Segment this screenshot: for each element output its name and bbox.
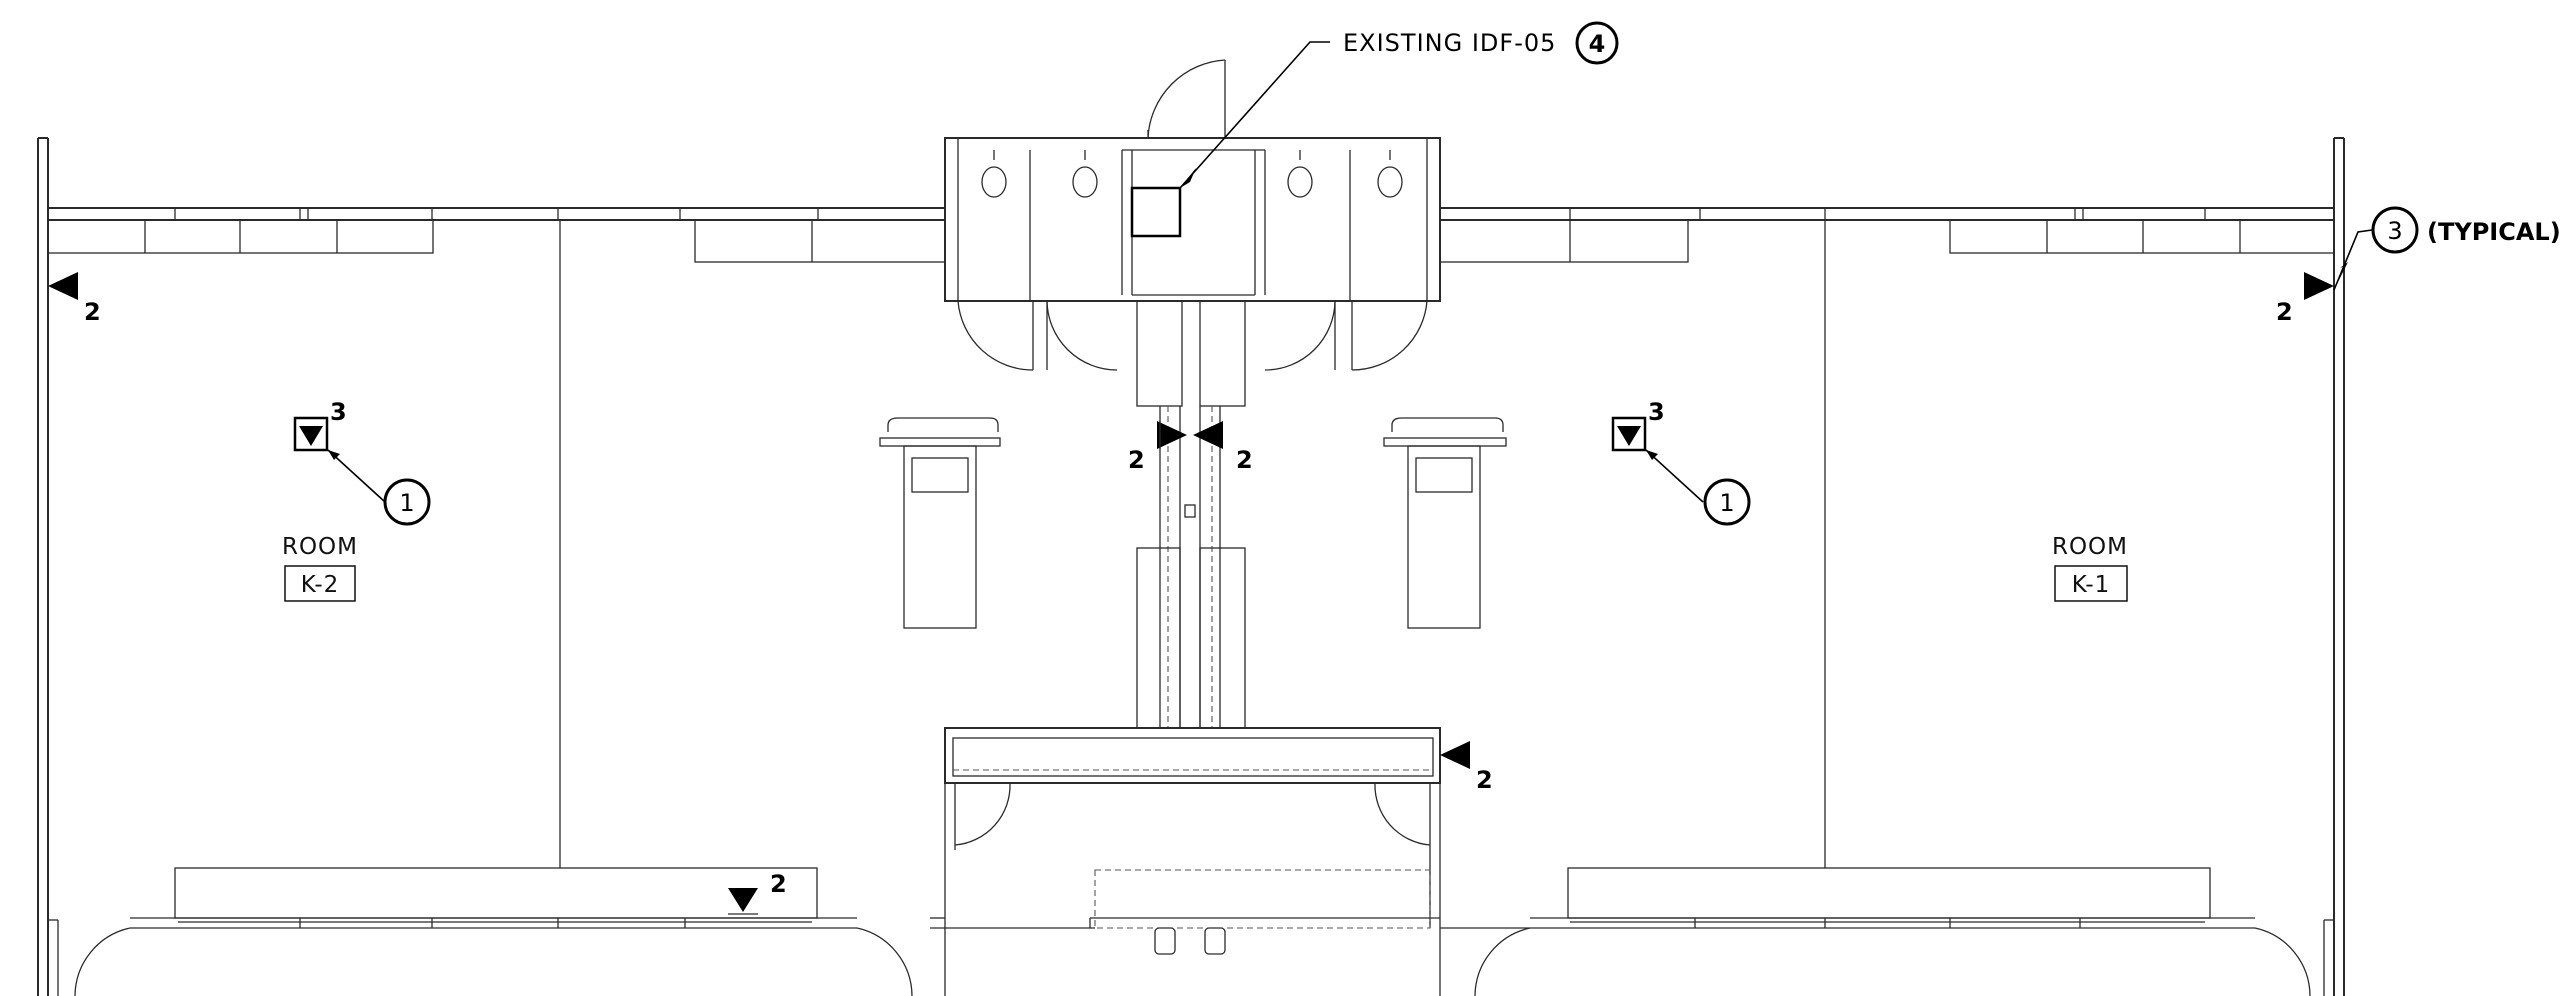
lower-core	[944, 727, 1441, 996]
callout-typical: 3 (TYPICAL)	[2333, 206, 2561, 291]
keynote-circle	[383, 478, 431, 526]
typical-label: (TYPICAL)	[2427, 218, 2561, 246]
keynote-circle	[1575, 21, 1619, 65]
wall-outlet-left-wall: 2	[48, 272, 101, 326]
wall-outlet-icon	[1193, 421, 1223, 449]
wall-outlet-right-wall: 2	[2276, 272, 2334, 326]
wall-outlet-icon	[48, 272, 78, 300]
partitions	[559, 220, 1826, 868]
corridor-chases	[1136, 406, 1246, 729]
room-label-k1: ROOM K-1	[2052, 534, 2128, 602]
central-core	[944, 59, 1441, 407]
ceiling-device-k1: 3 1	[1611, 398, 1751, 526]
fixture-left	[879, 417, 1001, 629]
wall-outlet-icon	[728, 888, 758, 912]
water-closet	[1377, 150, 1403, 198]
room-id-box	[284, 565, 356, 602]
wall-outlet-chase-left: 2	[1128, 421, 1187, 474]
top-wall	[47, 207, 2335, 263]
data-outlet-icon	[299, 426, 323, 446]
room-id: K-1	[2072, 572, 2111, 598]
outlet-count: 2	[1476, 766, 1493, 794]
wall-outlet-corridor-counter: 2	[1440, 741, 1493, 794]
keynote-circle	[2371, 206, 2419, 254]
room-name: ROOM	[282, 534, 358, 560]
wall-outlet-icon	[1440, 741, 1470, 769]
device-count: 3	[1648, 398, 1665, 426]
wall-outlet-bottom-casework: 2	[728, 870, 787, 915]
device-count: 3	[330, 398, 347, 426]
outlet-count: 2	[770, 870, 787, 898]
wall-outlet-icon	[1157, 421, 1187, 449]
room-label-k2: ROOM K-2	[282, 534, 358, 602]
keynote-circle	[1703, 478, 1751, 526]
keynote-number: 1	[1719, 489, 1734, 517]
outlet-count: 2	[1128, 446, 1145, 474]
room-id-box	[2054, 565, 2128, 602]
keynote-number: 1	[399, 489, 414, 517]
water-closet	[981, 150, 1007, 198]
wall-outlet-chase-right: 2	[1193, 421, 1253, 474]
room-id: K-2	[301, 572, 340, 598]
wall-outlet-icon	[2304, 272, 2334, 300]
fixture-right	[1383, 417, 1507, 629]
outer-walls	[37, 137, 2345, 996]
keynote-number: 4	[1589, 30, 1606, 58]
water-closet	[1072, 150, 1098, 198]
keynote-number: 3	[2387, 217, 2402, 245]
callout-existing-idf: EXISTING IDF-05 4	[1179, 21, 1619, 189]
bottom-wall	[74, 867, 2311, 996]
outlet-count: 2	[84, 298, 101, 326]
data-outlet-icon	[1617, 426, 1641, 446]
idf-equipment-box	[1130, 186, 1182, 238]
callout-existing-label: EXISTING IDF-05	[1343, 29, 1556, 57]
ceiling-device-k2: 3 1	[293, 398, 431, 526]
water-closet	[1287, 150, 1313, 198]
outlet-count: 2	[1236, 446, 1253, 474]
room-name: ROOM	[2052, 534, 2128, 560]
outlet-count: 2	[2276, 298, 2293, 326]
